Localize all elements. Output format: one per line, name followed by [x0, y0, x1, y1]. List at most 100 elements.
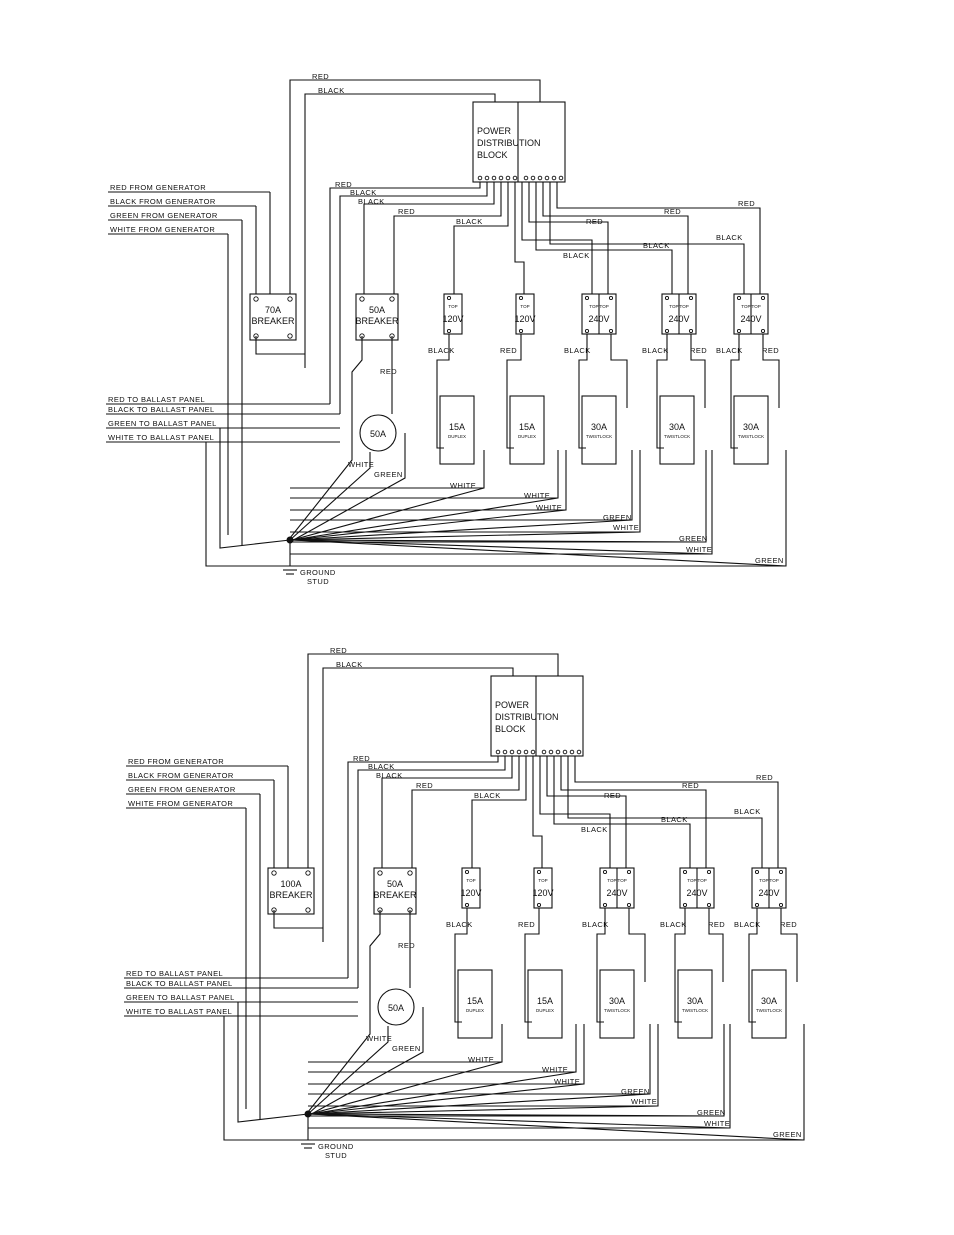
- wire-green-ballast-ground: [219, 428, 291, 549]
- terminal: [626, 902, 632, 908]
- branch-breaker-top: TOP TOP: [741, 304, 760, 309]
- generator-input-label: RED FROM GENERATOR: [110, 183, 206, 192]
- green-50a-label: GREEN: [392, 1044, 421, 1053]
- terminal: [516, 749, 522, 755]
- wire-label: RED: [586, 217, 603, 226]
- terminal: [287, 333, 293, 339]
- wire-black-ballast-feed: [339, 182, 488, 414]
- branch-breaker: [515, 293, 535, 335]
- terminal: [484, 175, 490, 181]
- receptacle-rating: 15A: [449, 422, 465, 432]
- terminal: [548, 749, 554, 755]
- red-50a-label: RED: [380, 367, 397, 376]
- branch-output-label: BLACK: [734, 920, 761, 929]
- wire-black-sub-breaker: [381, 756, 513, 870]
- terminal: [736, 328, 742, 334]
- terminal: [541, 749, 547, 755]
- receptacle-type: DUPLEX: [518, 434, 536, 439]
- return-wire-label: WHITE: [450, 481, 476, 490]
- terminal: [584, 295, 590, 301]
- receptacle-type: DUPLEX: [536, 1008, 554, 1013]
- branch-breaker-top: TOP TOP: [589, 304, 608, 309]
- terminal: [271, 870, 277, 876]
- branch-output-label: RED: [762, 346, 779, 355]
- terminal: [389, 296, 395, 302]
- ground-label-line-1: GROUND: [300, 568, 336, 577]
- wire-50a-white: [307, 1026, 389, 1115]
- wire-green-ballast-ground: [237, 1002, 309, 1123]
- wire-hot-to-receptacle: [454, 908, 468, 1023]
- generator-input-label: BLACK FROM GENERATOR: [128, 771, 234, 780]
- branch-breaker-rating: 120V: [532, 888, 553, 898]
- terminal: [509, 749, 515, 755]
- wire-label: BLACK: [734, 807, 761, 816]
- return-wire-label: WHITE: [542, 1065, 568, 1074]
- wire-hot2-to-receptacle: [780, 908, 798, 982]
- terminal: [464, 869, 470, 875]
- terminal: [523, 749, 529, 755]
- wire-label: BLACK: [350, 188, 377, 197]
- generator-input-label: WHITE FROM GENERATOR: [128, 799, 233, 808]
- red-50a-label: RED: [398, 941, 415, 950]
- ballast-output-label: WHITE TO BALLAST PANEL: [108, 433, 214, 442]
- receptacle-rating: 15A: [519, 422, 535, 432]
- wire-red-sub-breaker: [411, 756, 520, 870]
- wire-50a-green: [307, 1007, 424, 1117]
- wire-50a-white: [289, 452, 371, 541]
- terminal: [562, 749, 568, 755]
- terminal: [305, 907, 311, 913]
- wire-black-branch-3: [539, 756, 611, 868]
- branch-breaker-rating: 240V: [668, 314, 689, 324]
- receptacle-type: TWISTLOCK: [604, 1008, 630, 1013]
- sub-breaker: [355, 293, 399, 341]
- branch-output-label: BLACK: [428, 346, 455, 355]
- branch-output-label: BLACK: [660, 920, 687, 929]
- receptacle-rating: 30A: [591, 422, 607, 432]
- wire-label: RED: [353, 754, 370, 763]
- branch-breaker-top: TOP: [466, 878, 475, 883]
- branch-breaker: [461, 867, 481, 909]
- generator-input-label: GREEN FROM GENERATOR: [128, 785, 236, 794]
- terminal: [491, 175, 497, 181]
- wire-hot-to-receptacle: [436, 334, 450, 449]
- wire-50a-green: [289, 433, 406, 543]
- terminal: [682, 902, 688, 908]
- receptacle: [509, 395, 545, 465]
- sub-breaker-label: BREAKER: [373, 890, 417, 900]
- terminal: [608, 295, 614, 301]
- terminal: [495, 749, 501, 755]
- receptacle-rating: 30A: [761, 996, 777, 1006]
- wire-hot-to-receptacle: [656, 334, 668, 449]
- main-breaker: [267, 867, 315, 915]
- branch-output-label: RED: [780, 920, 797, 929]
- terminal: [706, 869, 712, 875]
- wire-black-branch-4: [535, 182, 673, 294]
- main-breaker-label: BREAKER: [269, 890, 313, 900]
- receptacle: [677, 969, 713, 1039]
- branch-breaker-rating: 120V: [514, 314, 535, 324]
- wire-label: BLACK: [318, 86, 345, 95]
- ground-label-line-2: STUD: [325, 1151, 347, 1160]
- terminal: [760, 328, 766, 334]
- terminal: [377, 870, 383, 876]
- pdb-label-line-2: DISTRIBUTION: [477, 138, 541, 148]
- wire-main-breaker-out: [273, 910, 323, 929]
- wire-black-branch-1: [453, 182, 509, 294]
- main-breaker: [249, 293, 297, 341]
- ballast-output-label: RED TO BALLAST PANEL: [126, 969, 223, 978]
- return-wire-to-stud: [309, 1113, 725, 1117]
- wire-label: RED: [756, 773, 773, 782]
- terminal: [555, 749, 561, 755]
- receptacle-50a: [377, 988, 415, 1026]
- return-wire-to-stud: [291, 539, 707, 543]
- branch-output-label: BLACK: [564, 346, 591, 355]
- ballast-output-label: BLACK TO BALLAST PANEL: [126, 979, 233, 988]
- wire-hot-to-receptacle: [730, 334, 740, 449]
- main-breaker-label: BREAKER: [251, 316, 295, 326]
- ballast-output-label: RED TO BALLAST PANEL: [108, 395, 205, 404]
- return-wire-to-stud: [309, 1105, 659, 1115]
- branch-output-label: BLACK: [446, 920, 473, 929]
- branch-breaker-rating: 120V: [442, 314, 463, 324]
- terminal: [530, 749, 536, 755]
